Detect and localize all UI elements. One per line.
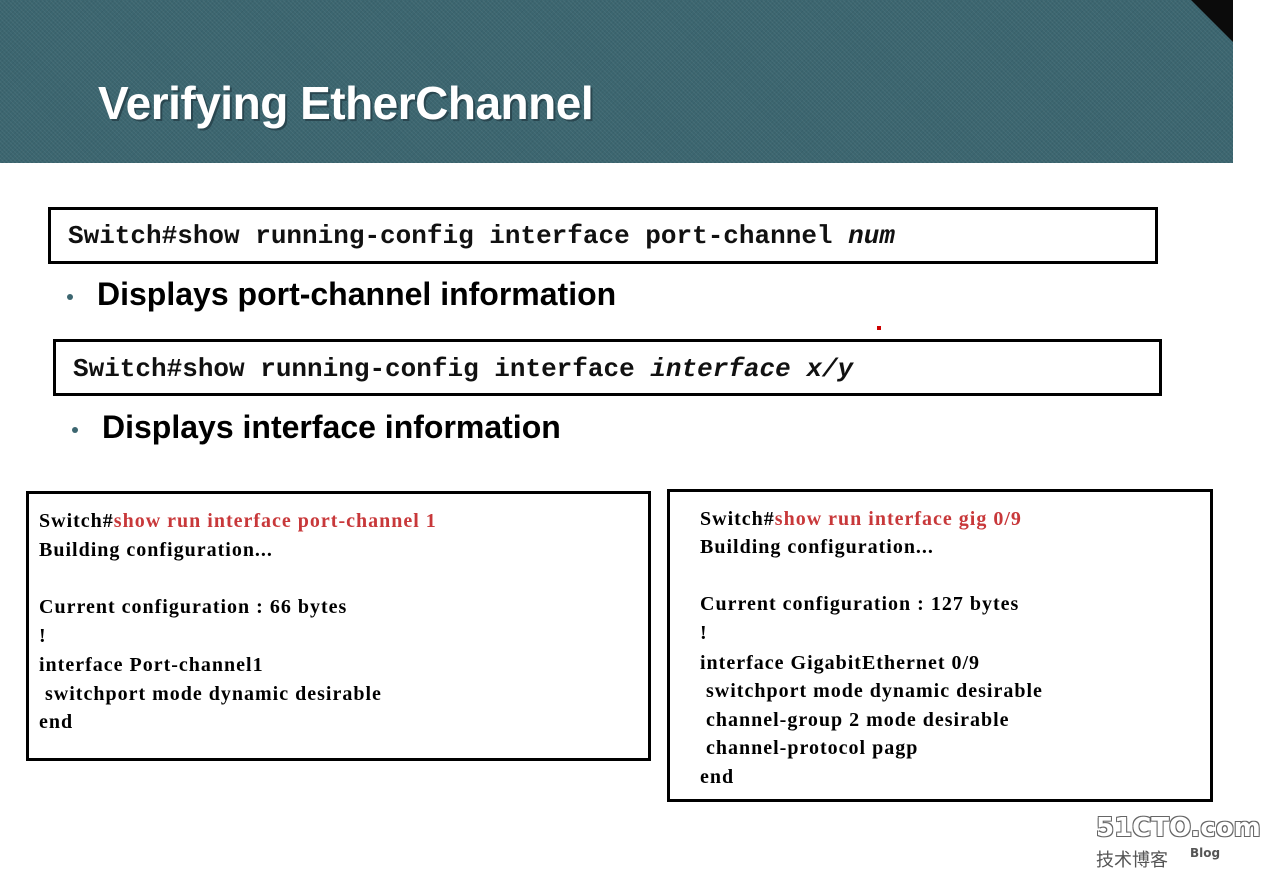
- output-line: switchport mode dynamic desirable: [700, 680, 1043, 702]
- output-line: channel-group 2 mode desirable: [700, 709, 1010, 731]
- command-text: Switch#show running-config interface: [73, 354, 651, 384]
- output-line: switchport mode dynamic desirable: [39, 683, 382, 705]
- stray-mark: [877, 326, 881, 330]
- prompt: Switch#: [39, 510, 114, 532]
- slide-title: Verifying EtherChannel: [98, 77, 594, 129]
- slide-header: Verifying EtherChannel: [0, 0, 1233, 163]
- output-line: channel-protocol pagp: [700, 737, 919, 759]
- header-corner-decoration: [1191, 0, 1233, 42]
- bullet-interface-info: Displays interface information: [102, 409, 561, 445]
- output-line: end: [39, 711, 74, 733]
- watermark-blog: Blog: [1190, 846, 1221, 860]
- output-line: interface GigabitEthernet 0/9: [700, 652, 981, 674]
- output-line: interface Port-channel1: [39, 654, 264, 676]
- typed-command: show run interface port-channel 1: [113, 510, 437, 532]
- command-box-interface: Switch#show running-config interface int…: [53, 339, 1162, 396]
- bullet-icon: [67, 294, 73, 300]
- output-line: !: [39, 625, 47, 647]
- bullet-port-channel-info: Displays port-channel information: [97, 276, 617, 312]
- output-box-gig-interface: Switch#show run interface gig 0/9 Buildi…: [667, 489, 1213, 802]
- command-argument: num: [848, 221, 895, 251]
- output-line: !: [700, 622, 708, 644]
- output-line: Building configuration...: [700, 536, 934, 558]
- prompt: Switch#: [700, 508, 775, 530]
- output-line: Current configuration : 66 bytes: [39, 596, 348, 618]
- bullet-icon: [72, 427, 78, 433]
- output-line: end: [700, 766, 735, 788]
- output-box-port-channel: Switch#show run interface port-channel 1…: [26, 491, 651, 761]
- watermark-tagline: 技术博客: [1096, 850, 1168, 871]
- output-line: Building configuration...: [39, 539, 273, 561]
- output-command-line: Switch#show run interface port-channel 1: [39, 510, 437, 533]
- command-text: Switch#show running-config interface por…: [68, 221, 849, 251]
- command-box-port-channel: Switch#show running-config interface por…: [48, 207, 1158, 264]
- command-argument: interface x/y: [650, 354, 854, 384]
- output-command-line: Switch#show run interface gig 0/9: [700, 508, 1022, 531]
- watermark-site: 51CTO.com: [1096, 813, 1261, 843]
- typed-command: show run interface gig 0/9: [774, 508, 1022, 530]
- output-line: Current configuration : 127 bytes: [700, 593, 1020, 615]
